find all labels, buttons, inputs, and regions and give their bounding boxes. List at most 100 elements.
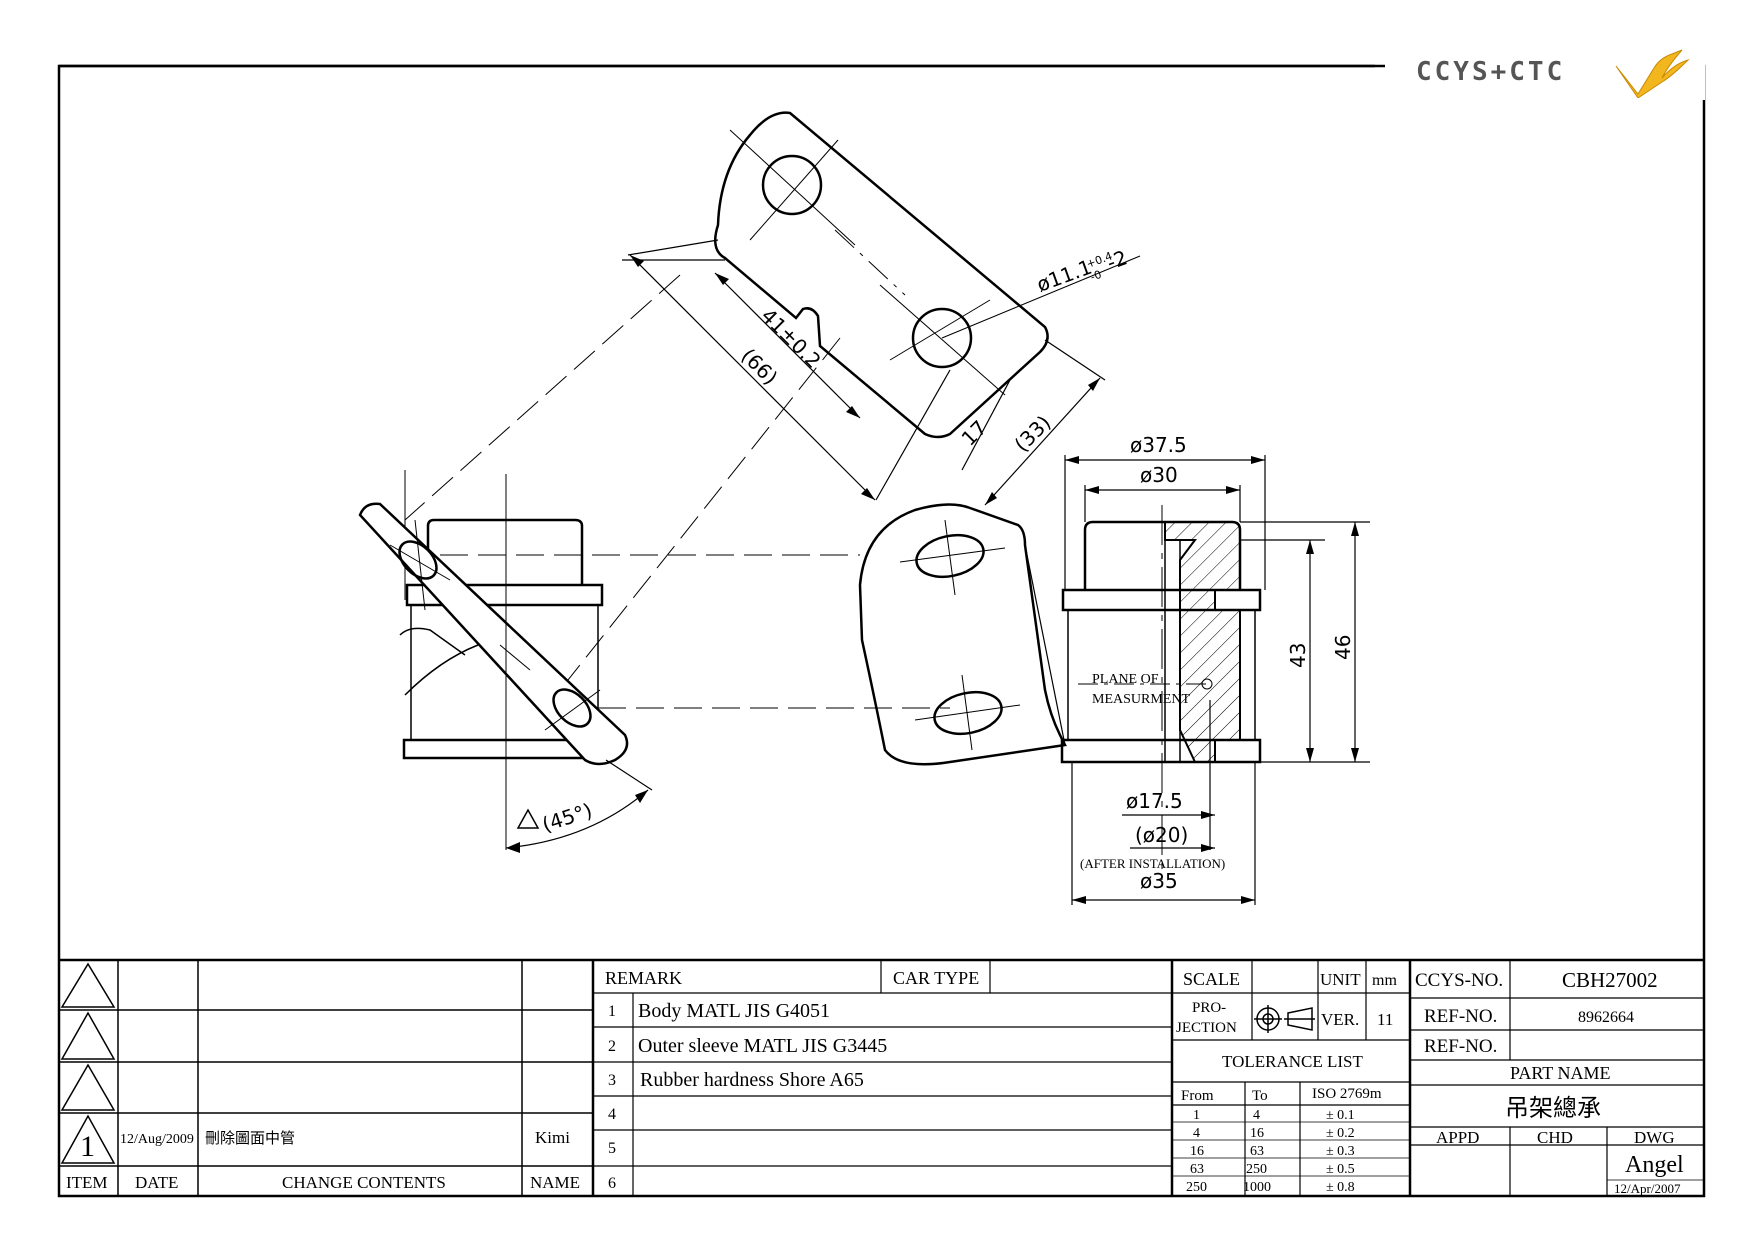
flange-diameter-label: ø35 (1140, 869, 1178, 893)
bore-diameter-label: ø17.5 (1126, 789, 1183, 813)
tol-from-header: From (1181, 1088, 1214, 1104)
top-view-dimensions (622, 239, 1106, 506)
revision-content: 刪除圖面中管 (205, 1130, 295, 1147)
ref-no-value: 8962664 (1578, 1009, 1634, 1026)
car-type-label: CAR TYPE (893, 968, 979, 988)
tol-to-1: 4 (1253, 1108, 1260, 1123)
tol-value-3: ± 0.3 (1326, 1144, 1355, 1159)
tol-to-5: 1000 (1243, 1180, 1271, 1195)
arrowheads (630, 255, 1100, 505)
ref-no-label: REF-NO. (1424, 1006, 1497, 1027)
revision-triangle-icon (60, 962, 116, 1008)
width-33-label: (33) (1010, 411, 1056, 457)
tol-standard-header: ISO 2769m (1312, 1086, 1382, 1102)
dwg-name: Angel (1625, 1152, 1684, 1178)
tol-value-2: ± 0.2 (1326, 1126, 1355, 1141)
tolerance-list-title: TOLERANCE LIST (1222, 1052, 1363, 1071)
hole-tol-lower: -0 (1089, 268, 1104, 284)
bracket-top-view (713, 111, 1049, 439)
projection-label-2: JECTION (1176, 1020, 1237, 1036)
projection-symbol-icon (1254, 1005, 1315, 1033)
title-block-grid (59, 958, 1704, 1196)
chd-label: CHD (1537, 1128, 1573, 1147)
height-43-label: 43 (1286, 643, 1310, 668)
dwg-date: 12/Apr/2007 (1614, 1181, 1681, 1196)
part-name-value: 吊架總承 (1505, 1095, 1601, 1122)
tol-to-header: To (1252, 1088, 1268, 1104)
upper-hole (761, 154, 823, 216)
plane-of-label: PLANE OF (1092, 672, 1159, 687)
version-value: 11 (1377, 1010, 1393, 1029)
left-view-centerlines (389, 474, 601, 850)
item-header: ITEM (66, 1173, 108, 1192)
tol-from-5: 250 (1186, 1180, 1207, 1195)
remark-no-6: 6 (608, 1175, 616, 1192)
tol-to-3: 63 (1250, 1144, 1264, 1159)
remark-text-3: Rubber hardness Shore A65 (640, 1069, 864, 1091)
projection-label-1: PRO- (1192, 1000, 1226, 1016)
version-label: VER. (1321, 1010, 1359, 1029)
ccys-no-label: CCYS-NO. (1415, 970, 1503, 991)
logo-flame-icon (1615, 49, 1690, 98)
hole-count-label: -2 (1104, 245, 1131, 274)
revision-name: Kimi (535, 1128, 570, 1147)
remark-label: REMARK (605, 968, 682, 988)
bushing-left-view (358, 502, 629, 766)
width-17-label: 17 (957, 416, 992, 451)
inner-diameter-label: ø30 (1140, 463, 1178, 487)
angle-label: (45°) (539, 798, 595, 837)
section-arrowheads (1065, 456, 1359, 904)
title-block-text: 1 12/Aug/2009 刪除圖面中管 Kimi ITEM DATE CHAN… (66, 968, 1684, 1196)
revision-triangle-icon (60, 1011, 116, 1060)
warning-triangle-icon (516, 808, 540, 829)
revision-triangle-icon (60, 1114, 116, 1164)
outer-diameter-label: ø37.5 (1130, 433, 1187, 457)
tol-value-5: ± 0.8 (1326, 1180, 1355, 1195)
remark-no-2: 2 (608, 1038, 616, 1055)
dwg-label: DWG (1634, 1128, 1675, 1147)
height-46-label: 46 (1331, 635, 1355, 660)
appd-label: APPD (1436, 1128, 1479, 1147)
remark-text-1: Body MATL JIS G4051 (638, 1000, 830, 1022)
scale-label: SCALE (1183, 969, 1240, 989)
remark-no-4: 4 (608, 1106, 616, 1123)
unit-label: UNIT (1320, 970, 1361, 989)
tol-from-4: 63 (1190, 1162, 1204, 1177)
overall-length-label: (66) (736, 344, 782, 390)
tol-from-1: 1 (1193, 1108, 1200, 1123)
name-header: NAME (530, 1173, 580, 1192)
remark-no-5: 5 (608, 1140, 616, 1157)
remark-no-3: 3 (608, 1072, 616, 1089)
ccys-no-value: CBH27002 (1562, 968, 1658, 992)
angle-dimension (505, 759, 653, 853)
tol-value-1: ± 0.1 (1326, 1108, 1355, 1123)
date-header: DATE (135, 1173, 178, 1192)
section-dimensions (1064, 455, 1370, 905)
bore-installed-label: (ø20) (1135, 823, 1188, 847)
tol-to-2: 16 (1250, 1126, 1264, 1141)
remark-text-2: Outer sleeve MATL JIS G3445 (638, 1035, 887, 1057)
revision-date: 12/Aug/2009 (120, 1132, 194, 1147)
bracket-side-view (858, 503, 1067, 766)
revision-triangles (60, 962, 116, 1164)
logo-text: CCYS+CTC (1416, 57, 1565, 87)
bracket-side-centerlines (899, 519, 1021, 751)
remark-no-1: 1 (608, 1003, 616, 1020)
change-contents-header: CHANGE CONTENTS (282, 1173, 446, 1192)
section-centerline (1078, 505, 1213, 880)
ref-no-label-2: REF-NO. (1424, 1036, 1497, 1057)
tol-value-4: ± 0.5 (1326, 1162, 1355, 1177)
part-name-label: PART NAME (1510, 1063, 1610, 1083)
after-installation-label: (AFTER INSTALLATION) (1080, 856, 1225, 871)
lower-hole (911, 307, 973, 369)
tol-to-4: 250 (1246, 1162, 1267, 1177)
tol-from-3: 16 (1190, 1144, 1204, 1159)
tol-from-2: 4 (1193, 1126, 1200, 1141)
company-logo: CCYS+CTC (1416, 49, 1690, 98)
bracket-top-centerlines (729, 129, 1141, 396)
logo-clear-area (1385, 40, 1705, 100)
revision-number: 1 (80, 1130, 95, 1163)
revision-triangle-icon (60, 1063, 116, 1111)
measurement-label: MEASURMENT (1092, 692, 1190, 707)
